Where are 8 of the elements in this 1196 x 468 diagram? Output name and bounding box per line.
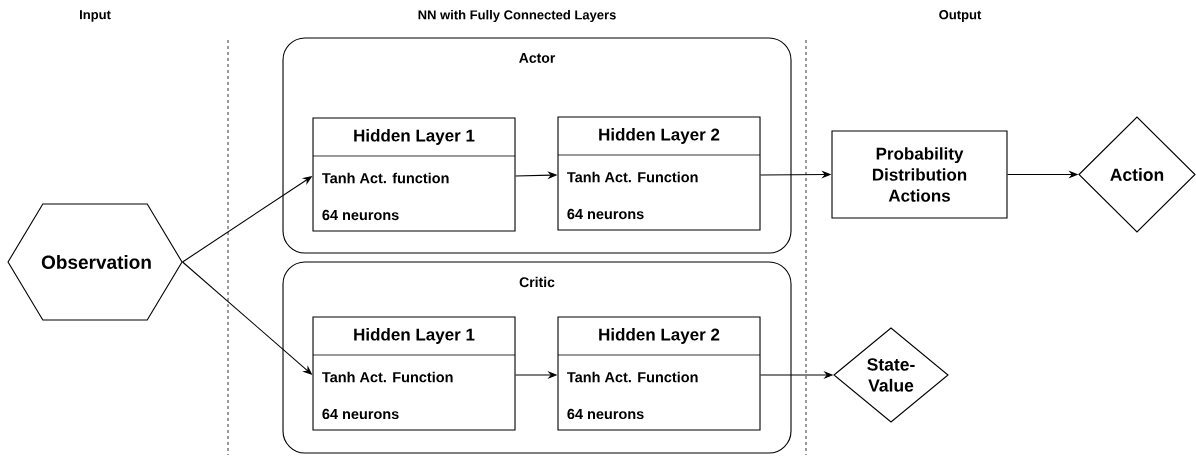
column-heading: NN with Fully Connected Layers xyxy=(418,9,616,23)
layer-box: Hidden Layer 2 Tanh Act. Function 64 neurons xyxy=(557,316,761,431)
layer-box: Hidden Layer 1 Tanh Act. function 64 neurons xyxy=(312,117,516,232)
layer-box: Hidden Layer 1 Tanh Act. Function 64 neurons xyxy=(312,316,516,431)
column-heading: Input xyxy=(80,10,111,22)
layer-box: Hidden Layer 2 Tanh Act. Function 64 neurons xyxy=(557,116,761,231)
process-box: Probability Distribution Actions xyxy=(831,130,1008,219)
column-heading: Output xyxy=(939,10,982,22)
